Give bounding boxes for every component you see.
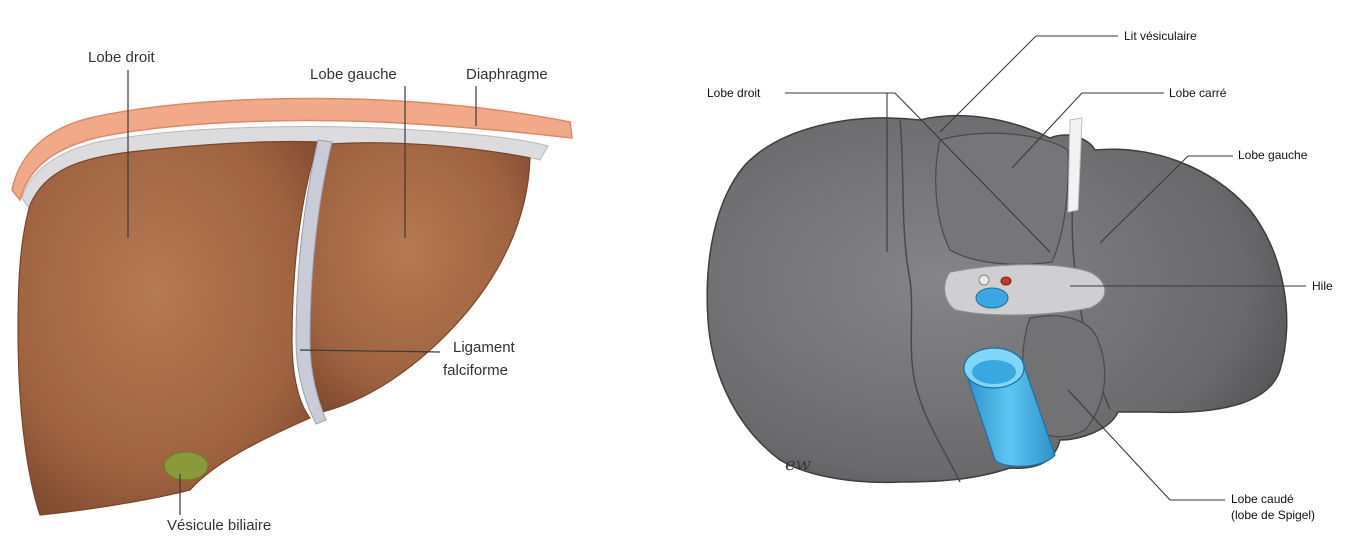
label-lobe-droit-left: Lobe droit bbox=[88, 49, 156, 66]
label-lobe-carre: Lobe carré bbox=[1169, 86, 1227, 100]
gallbladder-shape bbox=[164, 452, 208, 480]
label-lobe-caude-line2: (lobe de Spigel) bbox=[1231, 508, 1315, 522]
label-lobe-caude-line1: Lobe caudé bbox=[1231, 492, 1294, 506]
label-lobe-gauche-left: Lobe gauche bbox=[310, 66, 397, 83]
vena-cava-lumen bbox=[972, 360, 1016, 384]
hepatic-artery-shape bbox=[1001, 277, 1011, 285]
label-diaphragme: Diaphragme bbox=[466, 66, 548, 83]
label-ligament-line1: Ligament bbox=[453, 339, 516, 356]
bile-duct-shape bbox=[979, 275, 989, 285]
anterior-liver-illustration: Lobe droit Lobe gauche Diaphragme Ligame… bbox=[12, 49, 572, 534]
label-lit-vesiculaire: Lit vésiculaire bbox=[1124, 29, 1197, 43]
label-ligament-line2: falciforme bbox=[443, 362, 508, 379]
hilum-shape bbox=[945, 265, 1105, 316]
label-lobe-gauche-right: Lobe gauche bbox=[1238, 148, 1308, 162]
label-lobe-droit-right: Lobe droit bbox=[707, 86, 761, 100]
lobe-carre-shape bbox=[936, 133, 1069, 264]
label-vesicule: Vésicule biliaire bbox=[167, 517, 271, 534]
inferior-liver-illustration: ew Lit vésiculaire Lobe droit Lobe carré… bbox=[707, 29, 1333, 522]
artist-signature: ew bbox=[785, 454, 812, 475]
portal-vein-shape bbox=[976, 288, 1008, 308]
label-hile: Hile bbox=[1312, 279, 1333, 293]
